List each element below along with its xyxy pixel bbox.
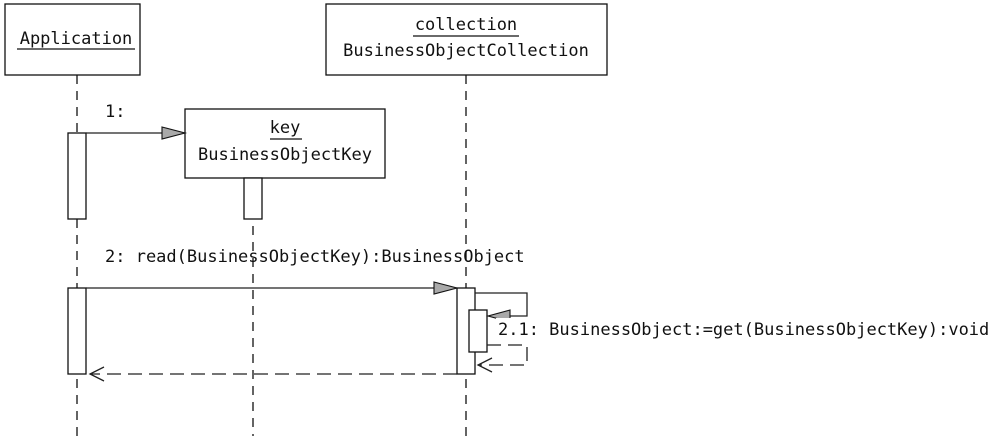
key-activation [243,177,263,220]
collection-object-name: collection [415,15,517,35]
arrowhead [433,281,460,295]
application-object-label: Application [20,29,133,49]
message-2: 2: read(BusinessObjectKey):BusinessObjec… [86,247,525,295]
key-object: key BusinessObjectKey [184,108,386,179]
message-2-1-label: 2.1: BusinessObject:=get(BusinessObjectK… [498,320,989,340]
message-1: 1: [86,102,188,140]
key-object-type: BusinessObjectKey [198,145,372,165]
application-object: Application [4,3,141,76]
message-2-label: 2: read(BusinessObjectKey):BusinessObjec… [105,247,525,267]
collection-object: collection BusinessObjectCollection [325,3,608,76]
collection-nested-activation [468,309,488,353]
self-return [478,344,528,366]
application-activation-1 [67,132,87,220]
application-activation-2 [67,287,87,375]
collection-object-type: BusinessObjectCollection [343,41,589,61]
key-object-name: key [270,118,301,138]
message-1-label: 1: [105,102,125,122]
return-message [88,366,457,382]
message-2-1: 2.1: BusinessObject:=get(BusinessObjectK… [475,292,989,373]
arrowhead [161,126,188,140]
